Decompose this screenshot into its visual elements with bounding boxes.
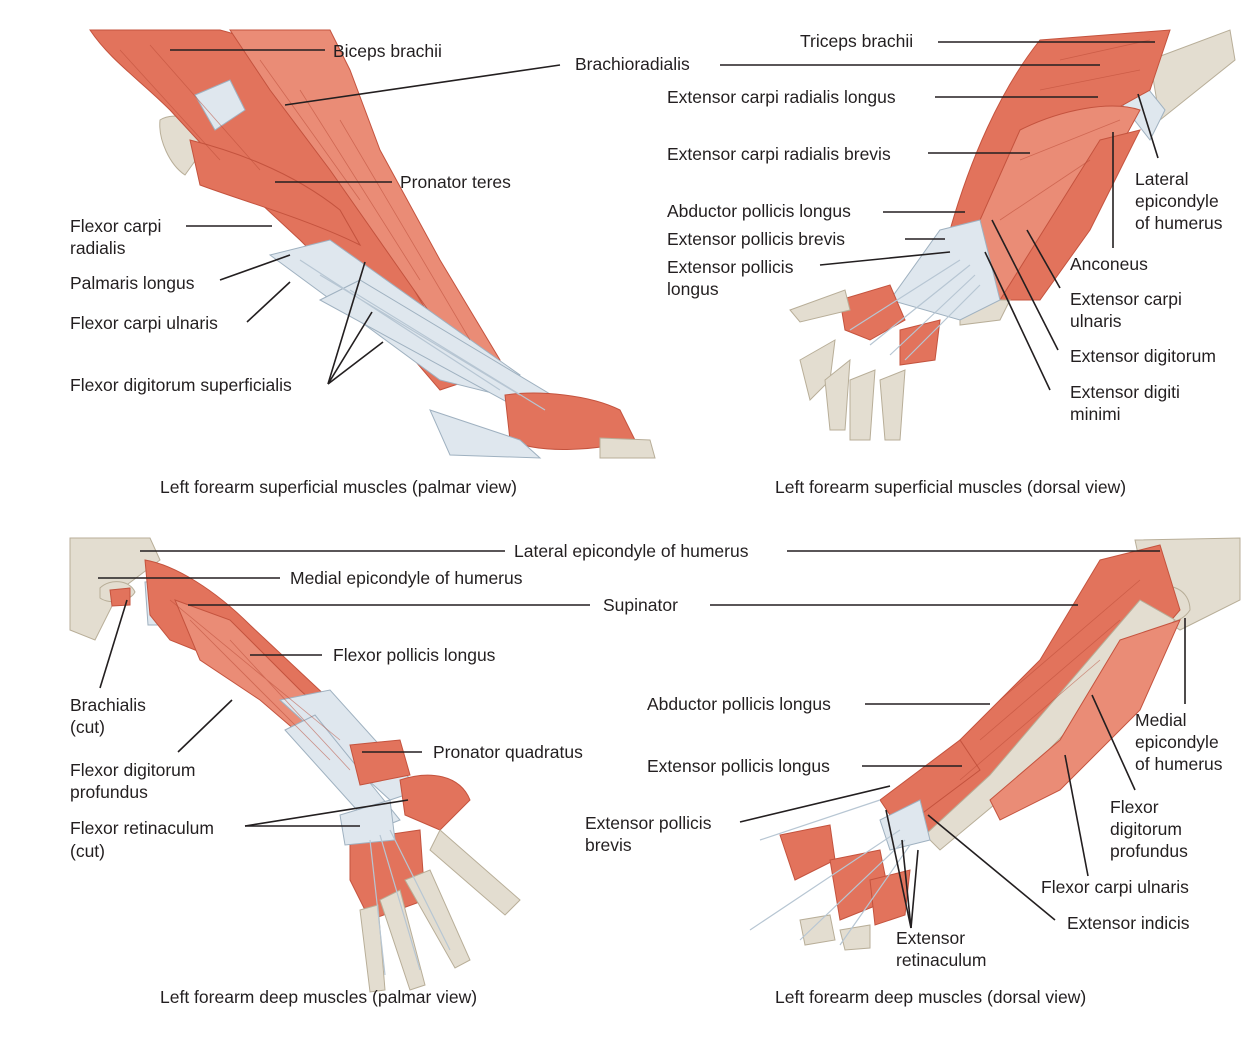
label-flexor-digitorum-profundus-2: profundus — [70, 782, 148, 802]
label-biceps-brachii: Biceps brachii — [333, 41, 442, 61]
label-extensor-pollicis-longus-deep: Extensor pollicis longus — [647, 756, 830, 776]
label-brachialis-2: (cut) — [70, 717, 105, 737]
label-anconeus: Anconeus — [1070, 254, 1148, 274]
label-supinator: Supinator — [603, 595, 678, 615]
label-medial-epicondyle-deep-2: epicondyle — [1135, 732, 1219, 752]
panel-palmar-deep-illustration — [69, 537, 521, 993]
label-flexor-carpi-radialis-1: Flexor carpi — [70, 216, 161, 236]
label-medial-epicondyle: Medial epicondyle of humerus — [290, 568, 523, 588]
label-lateral-epicondyle-3: of humerus — [1135, 213, 1223, 233]
label-extensor-carpi-ulnaris-1: Extensor carpi — [1070, 289, 1182, 309]
panel-palmar-superficial-illustration — [89, 29, 656, 459]
label-extensor-carpi-ulnaris-2: ulnaris — [1070, 311, 1122, 331]
caption-palmar-deep: Left forearm deep muscles (palmar view) — [160, 987, 477, 1007]
label-medial-epicondyle-deep-3: of humerus — [1135, 754, 1223, 774]
caption-dorsal-deep: Left forearm deep muscles (dorsal view) — [775, 987, 1086, 1007]
label-extensor-digiti-minimi-2: minimi — [1070, 404, 1121, 424]
label-palmaris-longus: Palmaris longus — [70, 273, 195, 293]
label-medial-epicondyle-deep-1: Medial — [1135, 710, 1187, 730]
label-flexor-digitorum-profundus-deep-1: Flexor — [1110, 797, 1159, 817]
label-brachioradialis: Brachioradialis — [575, 54, 690, 74]
panel-dorsal-superficial-illustration — [789, 29, 1236, 441]
labels: Biceps brachii Brachioradialis Pronator … — [70, 31, 1223, 1007]
label-extensor-carpi-radialis-longus: Extensor carpi radialis longus — [667, 87, 896, 107]
label-flexor-digitorum-profundus-deep-3: profundus — [1110, 841, 1188, 861]
label-extensor-pollicis-brevis-deep-1: Extensor pollicis — [585, 813, 712, 833]
label-pronator-teres: Pronator teres — [400, 172, 511, 192]
label-extensor-pollicis-brevis-deep-2: brevis — [585, 835, 632, 855]
label-flexor-digitorum-superficialis: Flexor digitorum superficialis — [70, 375, 292, 395]
label-extensor-pollicis-brevis: Extensor pollicis brevis — [667, 229, 845, 249]
label-brachialis-1: Brachialis — [70, 695, 146, 715]
label-extensor-carpi-radialis-brevis: Extensor carpi radialis brevis — [667, 144, 891, 164]
caption-palmar-superficial: Left forearm superficial muscles (palmar… — [160, 477, 517, 497]
label-flexor-digitorum-profundus-1: Flexor digitorum — [70, 760, 195, 780]
label-extensor-digiti-minimi-1: Extensor digiti — [1070, 382, 1180, 402]
label-extensor-pollicis-longus-1: Extensor pollicis — [667, 257, 794, 277]
label-lateral-epicondyle-2: epicondyle — [1135, 191, 1219, 211]
label-flexor-retinaculum-2: (cut) — [70, 841, 105, 861]
caption-dorsal-superficial: Left forearm superficial muscles (dorsal… — [775, 477, 1126, 497]
label-extensor-indicis: Extensor indicis — [1067, 913, 1190, 933]
label-extensor-retinaculum-2: retinaculum — [896, 950, 986, 970]
label-lateral-epicondyle-1: Lateral — [1135, 169, 1189, 189]
label-flexor-retinaculum-1: Flexor retinaculum — [70, 818, 214, 838]
label-abductor-pollicis-longus-deep: Abductor pollicis longus — [647, 694, 831, 714]
label-extensor-retinaculum-1: Extensor — [896, 928, 965, 948]
label-flexor-carpi-radialis-2: radialis — [70, 238, 126, 258]
label-flexor-digitorum-profundus-deep-2: digitorum — [1110, 819, 1182, 839]
label-triceps-brachii: Triceps brachii — [800, 31, 913, 51]
label-extensor-digitorum: Extensor digitorum — [1070, 346, 1216, 366]
label-abductor-pollicis-longus: Abductor pollicis longus — [667, 201, 851, 221]
panel-dorsal-deep-illustration — [749, 537, 1241, 951]
label-lateral-epicondyle-shared: Lateral epicondyle of humerus — [514, 541, 749, 561]
label-flexor-carpi-ulnaris-deep: Flexor carpi ulnaris — [1041, 877, 1189, 897]
label-flexor-pollicis-longus: Flexor pollicis longus — [333, 645, 496, 665]
leader-lines — [98, 41, 1186, 929]
label-pronator-quadratus: Pronator quadratus — [433, 742, 583, 762]
label-flexor-carpi-ulnaris: Flexor carpi ulnaris — [70, 313, 218, 333]
label-extensor-pollicis-longus-2: longus — [667, 279, 719, 299]
